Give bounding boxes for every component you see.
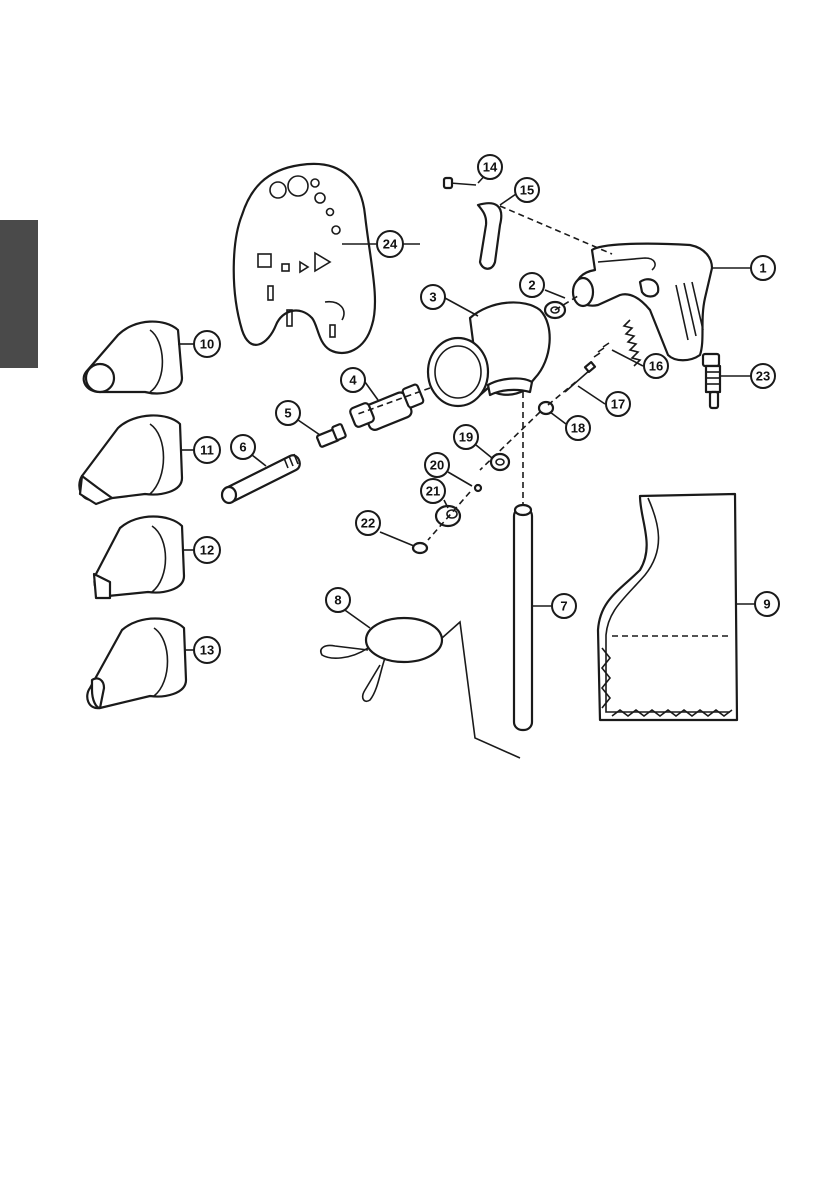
part-23-air-connector (703, 354, 720, 408)
callout-21-label: 21 (426, 484, 440, 499)
part-10-nozzle (84, 322, 182, 394)
callout-10-label: 10 (200, 337, 214, 352)
callout-13: 13 (194, 637, 220, 663)
callout-19: 19 (454, 425, 478, 449)
callout-9: 9 (755, 592, 779, 616)
callout-7-label: 7 (560, 599, 567, 614)
callout-3-label: 3 (429, 290, 436, 305)
callout-20: 20 (425, 453, 449, 477)
callout-23-label: 23 (756, 369, 770, 384)
callout-9-label: 9 (763, 597, 770, 612)
part-12-nozzle (94, 517, 184, 599)
callout-17: 17 (606, 392, 630, 416)
part-11-nozzle (79, 415, 182, 504)
callout-23: 23 (751, 364, 775, 388)
callout-15-label: 15 (520, 183, 534, 198)
callout-14: 14 (478, 155, 502, 179)
part-9-sack (598, 494, 737, 720)
part-8-hook-bracket (321, 618, 520, 758)
callout-12-label: 12 (200, 543, 214, 558)
callout-5: 5 (276, 401, 300, 425)
callout-6: 6 (231, 435, 255, 459)
callout-11-label: 11 (200, 443, 214, 458)
callout-13-label: 13 (200, 643, 214, 658)
callout-18: 18 (566, 416, 590, 440)
part-22-o-ring (413, 543, 427, 553)
callout-14-label: 14 (483, 160, 498, 175)
callout-4-label: 4 (349, 373, 357, 388)
part-16-spring (594, 320, 640, 366)
part-15-trigger (478, 203, 501, 269)
callout-24-label: 24 (383, 237, 398, 252)
callout-5-label: 5 (284, 406, 291, 421)
callout-8: 8 (326, 588, 350, 612)
callout-21: 21 (421, 479, 445, 503)
part-4-adapter (349, 384, 424, 432)
part-5-fitting (316, 424, 346, 448)
callout-15: 15 (515, 178, 539, 202)
part-13-nozzle (87, 619, 186, 709)
callout-3: 3 (421, 285, 445, 309)
callout-6-label: 6 (239, 440, 246, 455)
part-14-pin (444, 178, 476, 188)
part-24-stencil-palette (234, 164, 375, 353)
callout-8-label: 8 (334, 593, 341, 608)
part-20-ball (475, 485, 481, 491)
callout-10: 10 (194, 331, 220, 357)
part-3-nozzle-head (428, 302, 550, 406)
callout-4: 4 (341, 368, 365, 392)
callout-24: 24 (377, 231, 403, 257)
callout-1-label: 1 (759, 261, 766, 276)
callout-7: 7 (552, 594, 576, 618)
callout-22: 22 (356, 511, 380, 535)
callout-1: 1 (751, 256, 775, 280)
callout-19-label: 19 (459, 430, 473, 445)
callout-2: 2 (520, 273, 544, 297)
callout-18-label: 18 (571, 421, 585, 436)
callout-12: 12 (194, 537, 220, 563)
callout-20-label: 20 (430, 458, 444, 473)
callout-22-label: 22 (361, 516, 375, 531)
part-1-gun-body (573, 244, 712, 361)
callout-17-label: 17 (611, 397, 625, 412)
callout-2-label: 2 (528, 278, 535, 293)
callout-11: 11 (194, 437, 220, 463)
part-7-suction-pipe (514, 392, 532, 730)
callout-16-label: 16 (649, 359, 663, 374)
callout-16: 16 (644, 354, 668, 378)
